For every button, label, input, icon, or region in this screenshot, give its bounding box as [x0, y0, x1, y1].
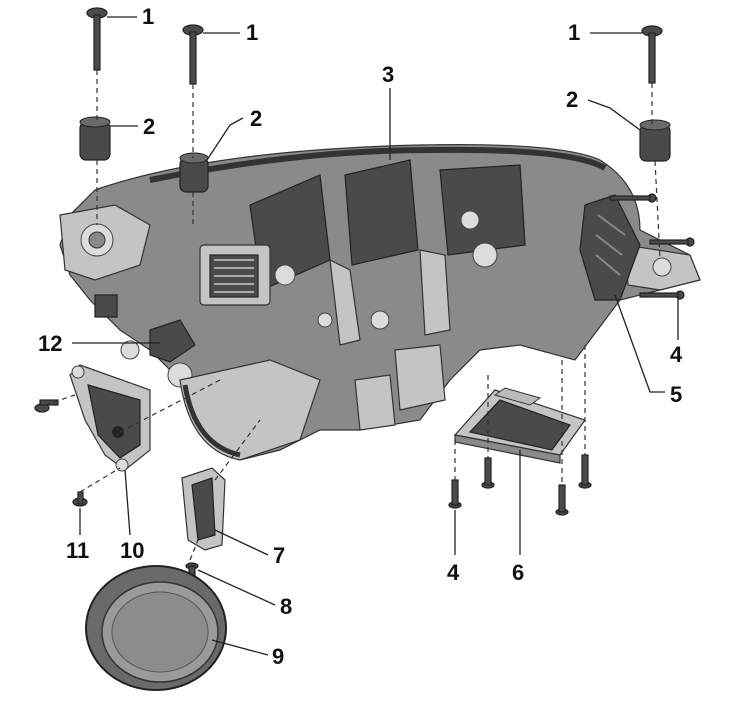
callout-4-right: 4: [670, 342, 683, 367]
callout-labels: 1 1 1 2 2 2 3 4 4 5 6 7 8 9 10 11 12: [38, 4, 683, 669]
part-2-grommets: [79, 116, 671, 193]
callout-2-middle: 2: [250, 106, 262, 131]
assembly-dash-lines: [44, 70, 661, 561]
part-9-cover-cap: [85, 565, 227, 691]
callout-1-right: 1: [568, 20, 580, 45]
part-10-bracket: [69, 364, 151, 472]
grommet-2-left: [79, 116, 111, 161]
grommet-2-right: [639, 119, 671, 162]
callout-1-middle: 1: [246, 20, 258, 45]
callout-2-left: 2: [143, 114, 155, 139]
screw-4-bottom-1: [448, 479, 462, 509]
callout-6: 6: [512, 560, 524, 585]
callout-8: 8: [280, 594, 292, 619]
bolt-1-right: [641, 25, 663, 84]
headlight-housing: [59, 143, 701, 461]
part-12-actuator: [149, 319, 196, 363]
callout-11: 11: [66, 538, 89, 563]
callout-1-left: 1: [142, 4, 154, 29]
callout-4-bottom: 4: [447, 560, 460, 585]
grommet-2-middle: [179, 152, 209, 193]
screw-11-upper: [34, 399, 59, 413]
callout-5: 5: [670, 382, 682, 407]
callout-12: 12: [38, 331, 62, 356]
screw-4-right-upper: [609, 193, 657, 203]
bolt-1-middle: [182, 24, 204, 85]
screw-4-right-mid: [649, 237, 695, 247]
callout-9: 9: [272, 644, 284, 669]
screw-11-lower: [72, 491, 88, 507]
screw-4-bottom-3: [555, 484, 569, 516]
callout-2-right: 2: [566, 87, 578, 112]
screw-4-bottom-4: [578, 454, 592, 489]
screw-4-bottom-2: [481, 457, 495, 489]
callout-10: 10: [120, 538, 144, 563]
part-11-screws: [34, 399, 88, 507]
leader-lines: [72, 16, 679, 656]
part-7-bracket: [181, 467, 226, 551]
part-4-screws: [448, 193, 695, 516]
part-8-screw: [185, 562, 199, 577]
callout-3: 3: [382, 62, 394, 87]
callout-7: 7: [273, 543, 285, 568]
bolt-1-left: [86, 7, 108, 71]
